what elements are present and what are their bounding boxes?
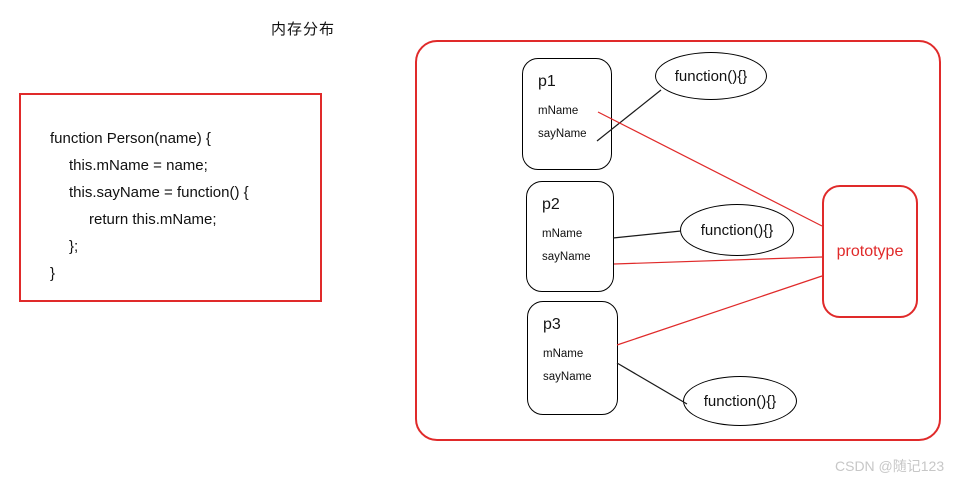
object-field-mname: mName (542, 228, 583, 240)
csdn-watermark: CSDN @随记123 (835, 458, 945, 474)
object-name: p2 (542, 196, 560, 213)
code-line-3: this.sayName = function() { (69, 184, 249, 201)
object-field-mname: mName (538, 105, 579, 117)
page-title: 内存分布 (271, 21, 336, 38)
object-field-mname: mName (543, 348, 584, 360)
heap-container (415, 40, 941, 441)
function-label: function(){} (700, 221, 774, 239)
code-line-1: function Person(name) { (50, 130, 211, 147)
object-field-sayname: sayName (542, 251, 591, 263)
code-line-5: }; (69, 238, 79, 255)
function-ellipse-3: function(){} (683, 376, 797, 426)
prototype-box: prototype (822, 185, 918, 318)
prototype-label: prototype (836, 242, 904, 260)
function-label: function(){} (674, 67, 748, 85)
object-field-sayname: sayName (543, 371, 592, 383)
function-label: function(){} (703, 392, 777, 410)
code-line-2: this.mName = name; (69, 157, 208, 174)
function-ellipse-1: function(){} (655, 52, 767, 100)
object-box-p3: p3 mName sayName (527, 301, 618, 415)
object-field-sayname: sayName (538, 128, 587, 140)
object-box-p2: p2 mName sayName (526, 181, 614, 292)
code-box: function Person(name) { this.mName = nam… (19, 93, 322, 302)
code-line-4: return this.mName; (89, 211, 217, 228)
function-ellipse-2: function(){} (680, 204, 794, 256)
code-line-6: } (50, 265, 56, 282)
object-name: p1 (538, 73, 556, 90)
object-box-p1: p1 mName sayName (522, 58, 612, 170)
object-name: p3 (543, 316, 561, 333)
